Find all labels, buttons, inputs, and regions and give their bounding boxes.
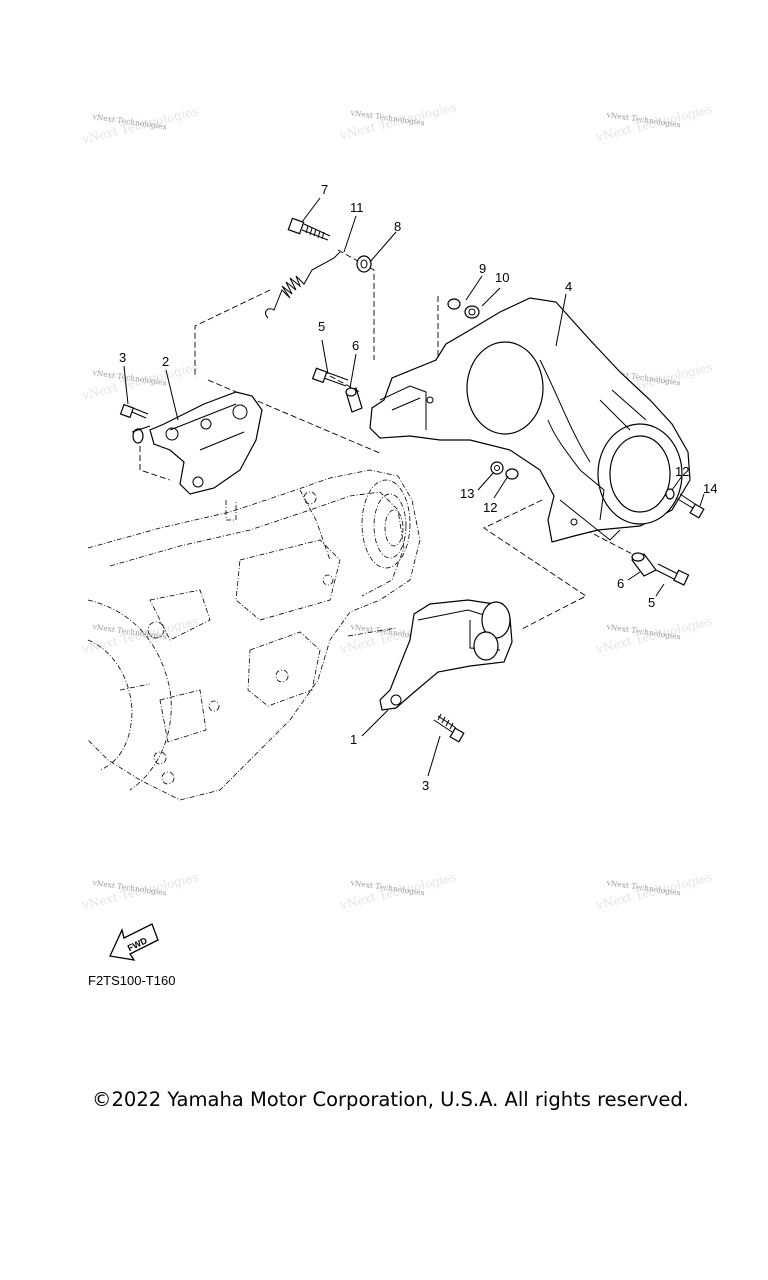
- callout-13: 13: [460, 486, 474, 501]
- callout-10: 10: [495, 270, 509, 285]
- bolt-5-lower: [655, 563, 690, 586]
- callout-12a: 12: [483, 500, 497, 515]
- callout-11: 11: [350, 200, 364, 215]
- callout-2: 2: [162, 354, 169, 369]
- copyright-notice: ©2022 Yamaha Motor Corporation, U.S.A. A…: [92, 1088, 689, 1111]
- part-1-bracket: [379, 599, 513, 711]
- spacer-6-upper: [345, 387, 363, 413]
- washer-9: [447, 298, 461, 310]
- callout-8: 8: [394, 219, 401, 234]
- bolt-5-upper: [311, 367, 349, 387]
- callout-14: 14: [703, 481, 717, 496]
- callout-3a: 3: [119, 350, 126, 365]
- collar-8: [356, 255, 372, 273]
- spring-11: [265, 251, 341, 319]
- callout-9: 9: [479, 261, 486, 276]
- callout-6b: 6: [617, 576, 624, 591]
- callout-12b: 12: [675, 464, 689, 479]
- callout-3b: 3: [422, 778, 429, 793]
- part-4-pump-housing: [369, 297, 691, 543]
- nut-10: [464, 305, 480, 319]
- fwd-arrow-icon: FWD: [109, 923, 159, 961]
- diagram-code: F2TS100-T160: [88, 973, 176, 988]
- hardware-parts: [119, 217, 705, 743]
- callout-7: 7: [321, 182, 328, 197]
- leader-lines: [123, 197, 705, 777]
- bolt-3-upper: [119, 403, 149, 419]
- callout-5a: 5: [318, 319, 325, 334]
- bolt-14: [675, 493, 705, 519]
- bolt-3-lower: [433, 713, 465, 743]
- callout-6a: 6: [352, 338, 359, 353]
- washer-12a: [505, 468, 519, 480]
- callout-5b: 5: [648, 595, 655, 610]
- washer-12b: [665, 488, 675, 500]
- spacer-6-lower: [631, 552, 657, 577]
- callout-4: 4: [565, 279, 572, 294]
- nut-13: [490, 461, 504, 475]
- engine-housing-ghost: [87, 469, 421, 801]
- callout-group: 7 11 8 9 10 4 5 6 3 2 13 12 12 14 6 5 1 …: [119, 182, 717, 793]
- bolt-7: [287, 217, 331, 241]
- callout-1: 1: [350, 732, 357, 747]
- part-2-bracket: [131, 391, 263, 495]
